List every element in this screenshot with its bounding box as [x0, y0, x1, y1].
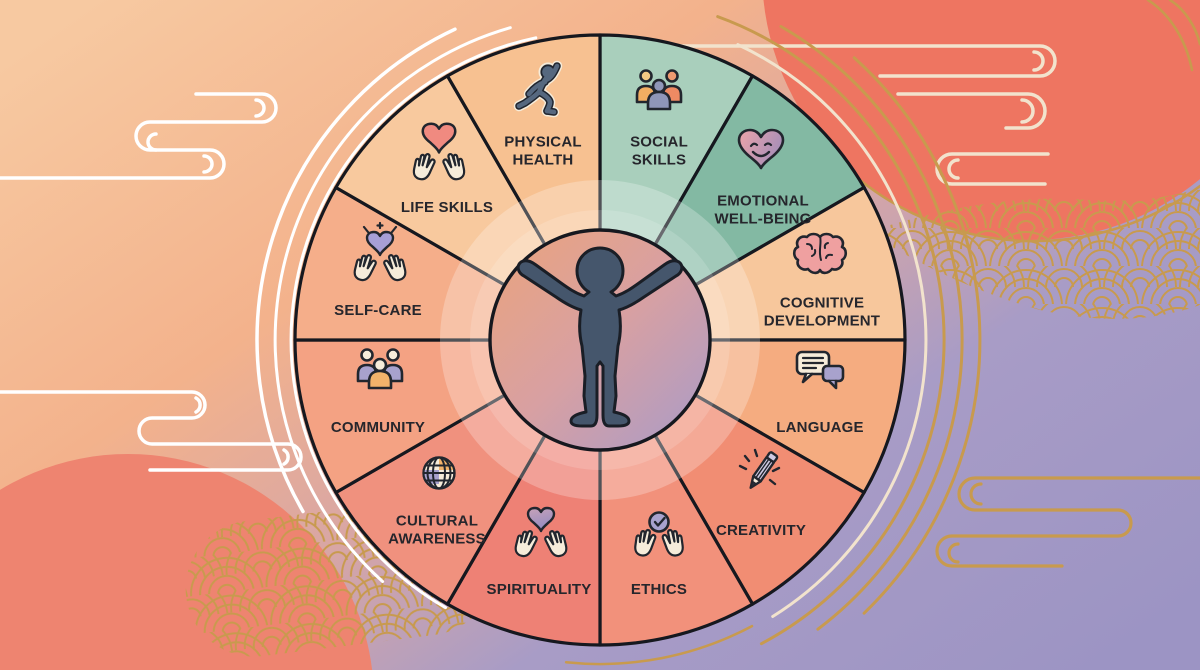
- segment-label-community: COMMUNITY: [330, 418, 426, 436]
- development-wheel: [293, 33, 907, 647]
- people-group-icon: [635, 69, 683, 111]
- gold-accent-lines: [858, 0, 1200, 243]
- runner-icon: [519, 63, 558, 113]
- pencil-sparks-icon: [738, 448, 781, 489]
- segment-label-cognitive-development: COGNITIVE DEVELOPMENT: [763, 294, 881, 330]
- ring-arcs: [255, 15, 982, 666]
- hands-holding-heart-icon: [351, 221, 409, 284]
- child-silhouette-icon: [516, 246, 684, 428]
- segment-label-social-skills: SOCIAL SKILLS: [630, 133, 688, 169]
- wave-pattern-top-right: [868, 188, 1200, 319]
- segment-label-creativity: CREATIVITY: [715, 521, 807, 539]
- smiling-heart-icon: [737, 128, 785, 170]
- cloud-motif-top-right: [638, 44, 1057, 186]
- people-group-icon: [356, 348, 404, 390]
- cloud-motif-top-left: [0, 92, 278, 180]
- segment-label-spirituality: SPIRITUALITY: [486, 580, 592, 598]
- cloud-motif-left-middle: [0, 390, 303, 472]
- segment-label-life-skills: LIFE SKILLS: [400, 198, 494, 216]
- segment-label-ethics: ETHICS: [630, 580, 688, 598]
- globe-icon: [422, 456, 456, 490]
- segment-label-physical-health: PHYSICAL HEALTH: [504, 133, 582, 169]
- segment-label-cultural-awareness: CULTURAL AWARENESS: [388, 512, 486, 548]
- cloud-motif-bottom-right: [935, 476, 1200, 568]
- brain-icon: [792, 232, 848, 275]
- segment-label-language: LANGUAGE: [776, 418, 864, 436]
- segment-label-self-care: SELF-CARE: [334, 301, 422, 319]
- hands-check-icon: [633, 511, 685, 559]
- top-right-circle: [763, 0, 1200, 240]
- speech-bubbles-icon: [795, 350, 845, 390]
- segment-label-emotional-well-being: EMOTIONAL WELL-BEING: [714, 192, 812, 228]
